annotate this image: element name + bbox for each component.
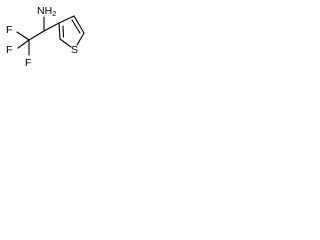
ring-bond-c3-c2 — [58, 22, 61, 40]
ring-bond-c2-s — [59, 38, 72, 48]
atom-label-fluorine-top: F — [6, 24, 12, 36]
ring-bond-c4-c3 — [58, 15, 75, 24]
hydrogen-subscript: 2 — [52, 9, 56, 18]
atom-label-nitrogen: NH2 — [37, 5, 56, 18]
bond-c-cf3 — [28, 30, 45, 41]
ring-bond-c5-c4 — [73, 15, 85, 34]
atom-label-sulfur: S — [71, 44, 78, 56]
nh-text: NH — [37, 5, 52, 17]
ring-double-bond-inner-left — [62, 25, 65, 38]
chemical-structure-diagram: F F F NH2 S — [6, 5, 85, 68]
atom-label-fluorine-left: F — [6, 44, 12, 56]
bond-c-thiophene — [43, 22, 60, 32]
bond-c-f-upper — [16, 31, 30, 41]
ring-double-bond-inner-right — [71, 19, 81, 34]
atom-label-fluorine-bottom: F — [25, 57, 31, 68]
ring-bond-s-c5 — [76, 32, 85, 46]
bond-c-f-lower — [17, 39, 30, 49]
